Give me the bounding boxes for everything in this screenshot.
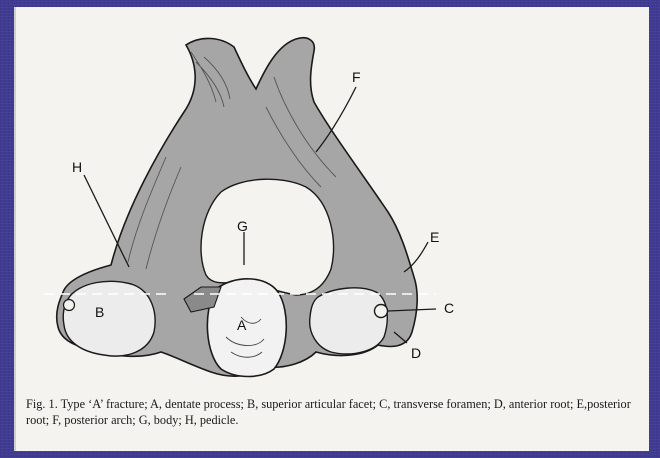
label-c: C <box>444 300 454 316</box>
label-g: G <box>237 218 248 234</box>
label-e: E <box>430 229 439 245</box>
slide-frame: F E C D G H B A Fig. 1. Type ‘A’ fractur… <box>14 7 649 451</box>
label-f: F <box>352 69 361 85</box>
figure-caption: Fig. 1. Type ‘A’ fracture; A, dentate pr… <box>26 396 641 428</box>
superior-articular-facet-right <box>310 288 388 354</box>
transverse-foramen <box>375 305 388 318</box>
label-d: D <box>411 345 421 361</box>
vertebra-diagram <box>16 7 649 387</box>
label-h: H <box>72 159 82 175</box>
label-a: A <box>237 317 246 333</box>
vertebral-foramen <box>201 179 334 295</box>
label-b: B <box>95 304 104 320</box>
superior-articular-facet-left <box>63 281 155 356</box>
left-foramen <box>64 300 75 311</box>
